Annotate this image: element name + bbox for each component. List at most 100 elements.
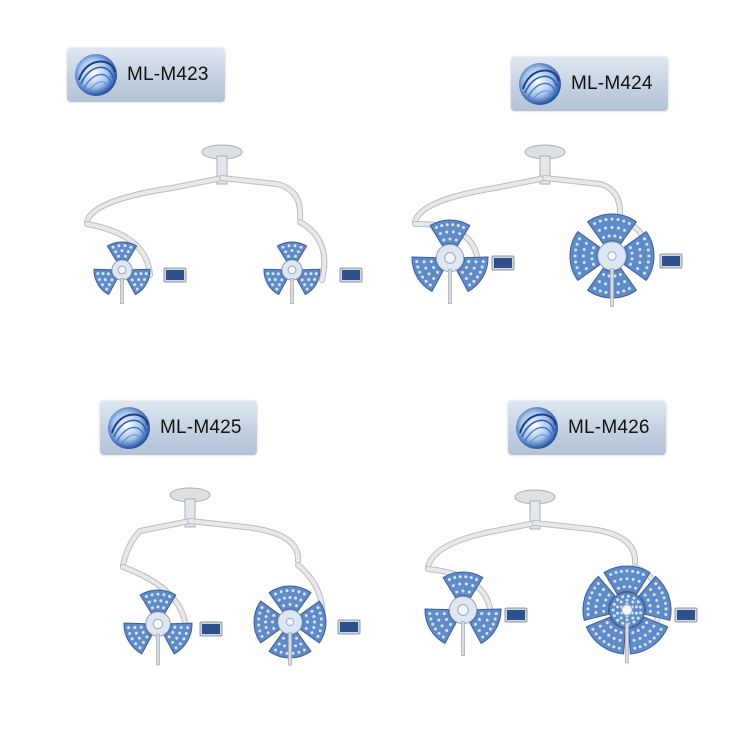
led-dot: [593, 221, 597, 225]
led-dot: [126, 250, 130, 254]
led-dot: [415, 260, 419, 264]
lamp-handle: [152, 618, 164, 630]
lamp-panel: [424, 608, 457, 645]
support-arm-highlight: [543, 176, 623, 220]
led-dot: [299, 642, 303, 646]
led-dot: [296, 250, 300, 254]
led-dot: [616, 218, 620, 222]
led-dot: [613, 265, 617, 269]
led-dot: [290, 627, 294, 631]
led-dot: [133, 625, 137, 629]
model-label: ML-M423: [127, 64, 209, 85]
led-dot: [284, 625, 288, 629]
lamp-head-tri-petal: [93, 241, 151, 304]
led-dot: [643, 643, 647, 647]
monitor-screen: [507, 610, 525, 620]
led-dot: [435, 612, 439, 616]
led-dot: [472, 266, 476, 270]
led-dot: [638, 248, 642, 252]
led-dot: [646, 248, 650, 252]
led-dot: [139, 272, 143, 276]
led-dot: [293, 244, 297, 248]
led-dot: [628, 246, 632, 250]
led-dot: [468, 283, 472, 287]
led-dot: [434, 225, 438, 229]
led-dot: [421, 275, 425, 279]
led-dot: [616, 282, 620, 286]
led-dot: [633, 646, 637, 650]
led-dot: [422, 260, 426, 264]
led-dot: [299, 598, 303, 602]
led-dot: [281, 620, 285, 624]
led-dot: [477, 618, 481, 622]
led-dot: [643, 633, 647, 637]
led-dot: [432, 277, 436, 281]
led-dot: [636, 628, 640, 632]
led-dot: [116, 254, 120, 258]
led-dot: [618, 272, 622, 276]
swirl-globe-icon: [516, 407, 558, 449]
led-dot: [445, 230, 449, 234]
led-dot: [625, 618, 629, 622]
led-dot: [607, 593, 611, 597]
led-dot: [418, 270, 422, 274]
support-arm-highlight: [298, 220, 327, 282]
led-dot: [260, 634, 264, 638]
led-dot: [616, 586, 620, 590]
led-dot: [312, 626, 316, 630]
led-dot: [287, 244, 291, 248]
led-dot: [429, 260, 433, 264]
led-dot: [137, 636, 141, 640]
led-dot: [619, 631, 623, 635]
led-dot: [613, 579, 617, 583]
led-dot: [137, 278, 141, 282]
led-dot: [258, 629, 262, 633]
led-dot: [445, 618, 449, 622]
support-arm-highlight: [220, 176, 303, 220]
led-dot: [636, 600, 640, 604]
led-dot: [628, 585, 632, 589]
led-dot: [616, 618, 620, 622]
led-dot: [664, 607, 668, 611]
led-dot: [641, 572, 645, 576]
led-dot: [625, 569, 629, 573]
lamp-grip: [290, 277, 294, 304]
led-dot: [316, 606, 320, 610]
lamp-handle: [117, 265, 127, 275]
led-dot: [288, 630, 292, 633]
led-dot: [284, 250, 288, 254]
led-dot: [179, 625, 183, 629]
led-dot: [652, 593, 656, 597]
led-dot: [437, 631, 441, 635]
led-dot: [302, 648, 306, 652]
led-dot: [604, 226, 608, 230]
led-dot: [634, 586, 638, 590]
led-dot: [603, 257, 607, 261]
led-dot: [605, 621, 609, 625]
led-dot: [288, 603, 292, 607]
led-dot: [288, 596, 292, 600]
led-dot: [145, 635, 149, 639]
led-dot: [150, 593, 154, 597]
led-dot: [458, 582, 462, 586]
led-dot: [178, 642, 182, 646]
led-dot: [174, 646, 178, 650]
led-dot: [582, 248, 586, 252]
led-dot: [581, 254, 585, 258]
led-dot: [591, 627, 595, 631]
led-dot: [480, 265, 484, 269]
led-dot: [636, 267, 640, 271]
led-dot: [130, 637, 134, 641]
led-dot: [277, 642, 281, 646]
led-dot: [129, 245, 133, 249]
led-dot: [660, 591, 664, 595]
led-dot: [491, 622, 495, 626]
led-dot: [171, 631, 175, 635]
lamp-head-tri-petal: [411, 219, 489, 304]
led-dot: [573, 254, 577, 258]
led-dot: [271, 620, 275, 624]
led-dot: [471, 584, 475, 588]
led-dot: [305, 287, 309, 291]
led-dot: [469, 576, 473, 580]
